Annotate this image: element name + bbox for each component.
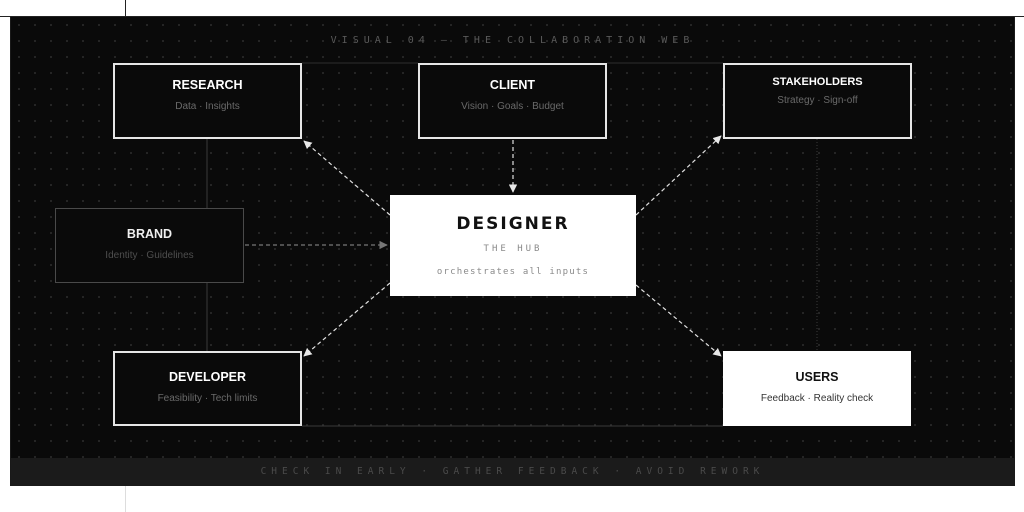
margin-rule-bottom <box>125 486 126 512</box>
hub-subtitle: orchestrates all inputs <box>436 267 590 277</box>
designer-hub-node: DESIGNER THE HUB orchestrates all inputs <box>390 195 636 296</box>
research-label: RESEARCH <box>172 78 243 92</box>
research-subtitle: Data · Insights <box>175 101 240 112</box>
designer-to-users-arrow <box>635 284 722 357</box>
margin-rule <box>125 0 126 17</box>
users-subtitle: Feedback · Reality check <box>760 392 874 404</box>
client-subtitle: Vision · Goals · Budget <box>461 101 564 112</box>
designer-to-developer-arrow <box>303 282 391 357</box>
document-top-strip <box>0 0 1024 17</box>
developer-node: DEVELOPER Feasibility · Tech limits <box>113 351 302 426</box>
stakeholders-subtitle: Strategy · Sign-off <box>777 95 858 106</box>
collaboration-diagram-panel: VISUAL 04 — THE COLLABORATION WEB RESEAR… <box>10 17 1015 486</box>
stakeholders-label: STAKEHOLDERS <box>772 76 863 88</box>
designer-to-research-arrow <box>303 140 391 216</box>
users-node: USERS Feedback · Reality check <box>723 351 911 426</box>
research-node: RESEARCH Data · Insights <box>113 63 302 139</box>
client-node: CLIENT Vision · Goals · Budget <box>418 63 607 139</box>
brand-label: BRAND <box>126 226 173 241</box>
developer-subtitle: Feasibility · Tech limits <box>157 392 258 404</box>
stakeholders-node: STAKEHOLDERS Strategy · Sign-off <box>723 63 912 139</box>
developer-label: DEVELOPER <box>168 369 247 384</box>
users-label: USERS <box>795 369 839 384</box>
brand-subtitle: Identity · Guidelines <box>105 249 194 261</box>
hub-label: DESIGNER <box>456 214 570 234</box>
brand-node: BRAND Identity · Guidelines <box>55 208 244 283</box>
diagram-title: VISUAL 04 — THE COLLABORATION WEB <box>330 35 695 46</box>
client-label: CLIENT <box>489 78 536 92</box>
diagram-footer: CHECK IN EARLY · GATHER FEEDBACK · AVOID… <box>11 458 1014 486</box>
designer-to-stakeholders-arrow <box>635 135 722 216</box>
document-bottom-strip <box>0 486 1024 512</box>
hub-tagline: THE HUB <box>483 244 543 254</box>
top-rule <box>0 16 1024 17</box>
footer-caption: CHECK IN EARLY · GATHER FEEDBACK · AVOID… <box>260 466 765 477</box>
